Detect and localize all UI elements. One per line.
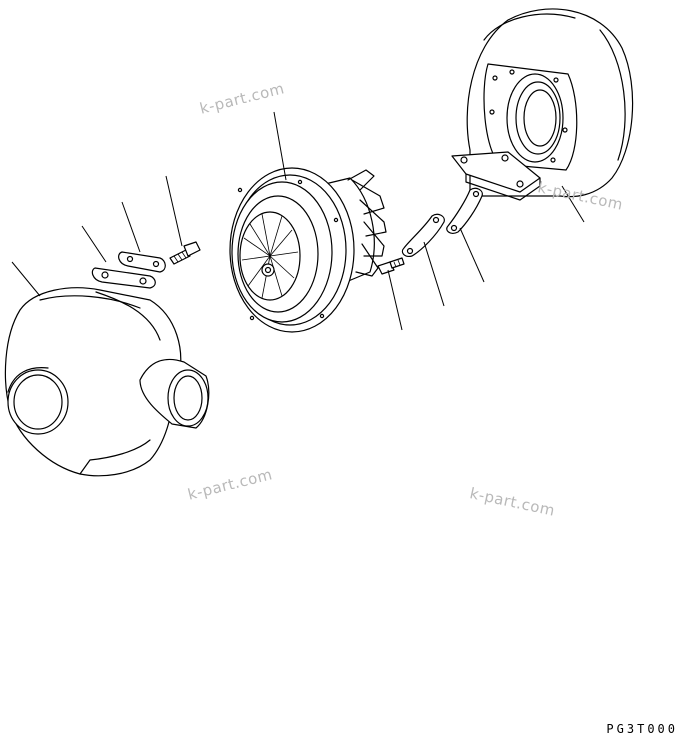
turbine-housing [451, 8, 634, 201]
leader-line [423, 241, 445, 307]
leader-line [165, 175, 183, 247]
clamp-plate-upper [446, 187, 483, 234]
leader-lines [11, 111, 585, 331]
leader-line [121, 201, 141, 253]
leader-line [561, 185, 585, 223]
lock-plate-middle [118, 251, 166, 273]
drawing-code: PG3T000 [606, 722, 678, 736]
leader-line [11, 261, 41, 297]
lock-plate-left [91, 267, 156, 289]
clamp-plate-lower [401, 213, 445, 257]
compressor-wheel [239, 211, 301, 301]
leader-line [387, 269, 403, 331]
leader-line [459, 227, 485, 283]
bolt-left [169, 241, 201, 265]
leader-line [273, 111, 287, 181]
compressor-housing [4, 287, 210, 477]
cartridge-assembly [229, 167, 387, 333]
bolt-right [377, 257, 405, 275]
leader-line [81, 225, 107, 263]
